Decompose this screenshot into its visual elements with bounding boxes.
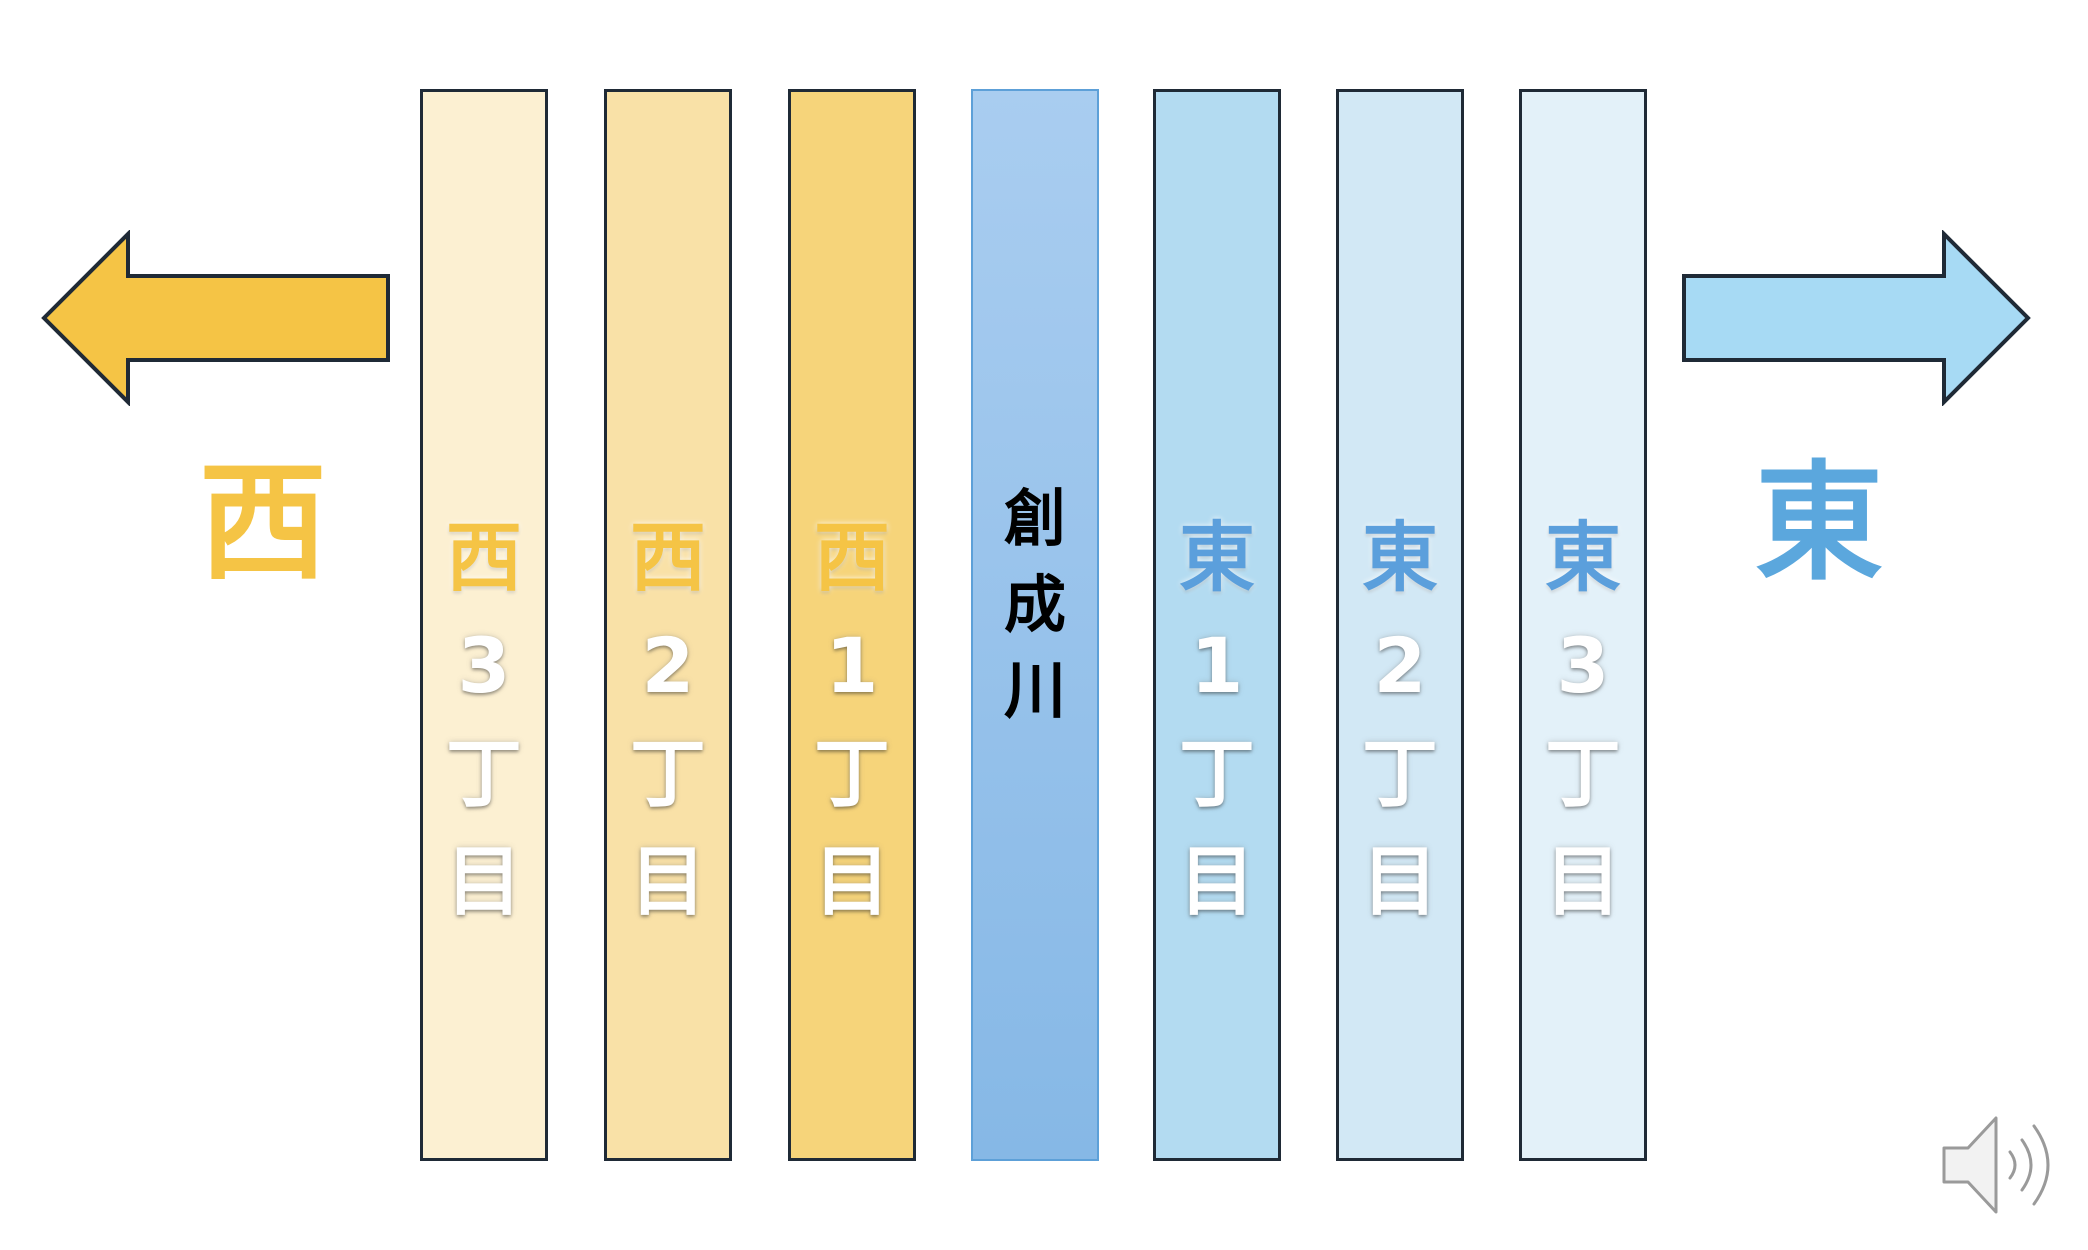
- column-west-2: 西 2 丁 目: [604, 89, 732, 1161]
- west-label: 西: [198, 449, 327, 598]
- column-number: 3: [457, 621, 511, 710]
- column-number: 2: [1373, 621, 1427, 710]
- column-chome-2: 目: [1545, 837, 1621, 926]
- column-number: 1: [825, 621, 879, 710]
- column-chome-2: 目: [446, 837, 522, 926]
- west-arrow-icon: [41, 230, 390, 406]
- column-chome-1: 丁: [1545, 729, 1621, 818]
- column-chome-1: 丁: [1179, 729, 1255, 818]
- column-chome-1: 丁: [814, 729, 890, 818]
- column-east-2: 東 2 丁 目: [1336, 89, 1464, 1161]
- river-char-1: 創: [1003, 482, 1066, 555]
- column-west-3: 西 3 丁 目: [420, 89, 548, 1161]
- column-number: 1: [1190, 621, 1244, 710]
- column-direction: 西: [446, 513, 522, 602]
- column-east-1: 東 1 丁 目: [1153, 89, 1281, 1161]
- column-direction: 西: [814, 513, 890, 602]
- speaker-icon[interactable]: [1938, 1110, 2068, 1220]
- column-number: 3: [1556, 621, 1610, 710]
- column-direction: 西: [630, 513, 706, 602]
- column-direction: 東: [1362, 513, 1438, 602]
- column-number: 2: [641, 621, 695, 710]
- column-chome-1: 丁: [1362, 729, 1438, 818]
- column-west-1: 西 1 丁 目: [788, 89, 916, 1161]
- column-chome-2: 目: [630, 837, 706, 926]
- east-arrow-icon: [1682, 230, 2031, 406]
- column-chome-2: 目: [1179, 837, 1255, 926]
- river-char-2: 成: [1003, 568, 1066, 641]
- column-direction: 東: [1179, 513, 1255, 602]
- column-river: 創 成 川: [971, 89, 1099, 1161]
- column-chome-1: 丁: [630, 729, 706, 818]
- east-label: 東: [1754, 449, 1883, 598]
- column-chome-2: 目: [814, 837, 890, 926]
- column-chome-1: 丁: [446, 729, 522, 818]
- column-chome-2: 目: [1362, 837, 1438, 926]
- column-east-3: 東 3 丁 目: [1519, 89, 1647, 1161]
- column-direction: 東: [1545, 513, 1621, 602]
- river-char-3: 川: [1003, 654, 1066, 727]
